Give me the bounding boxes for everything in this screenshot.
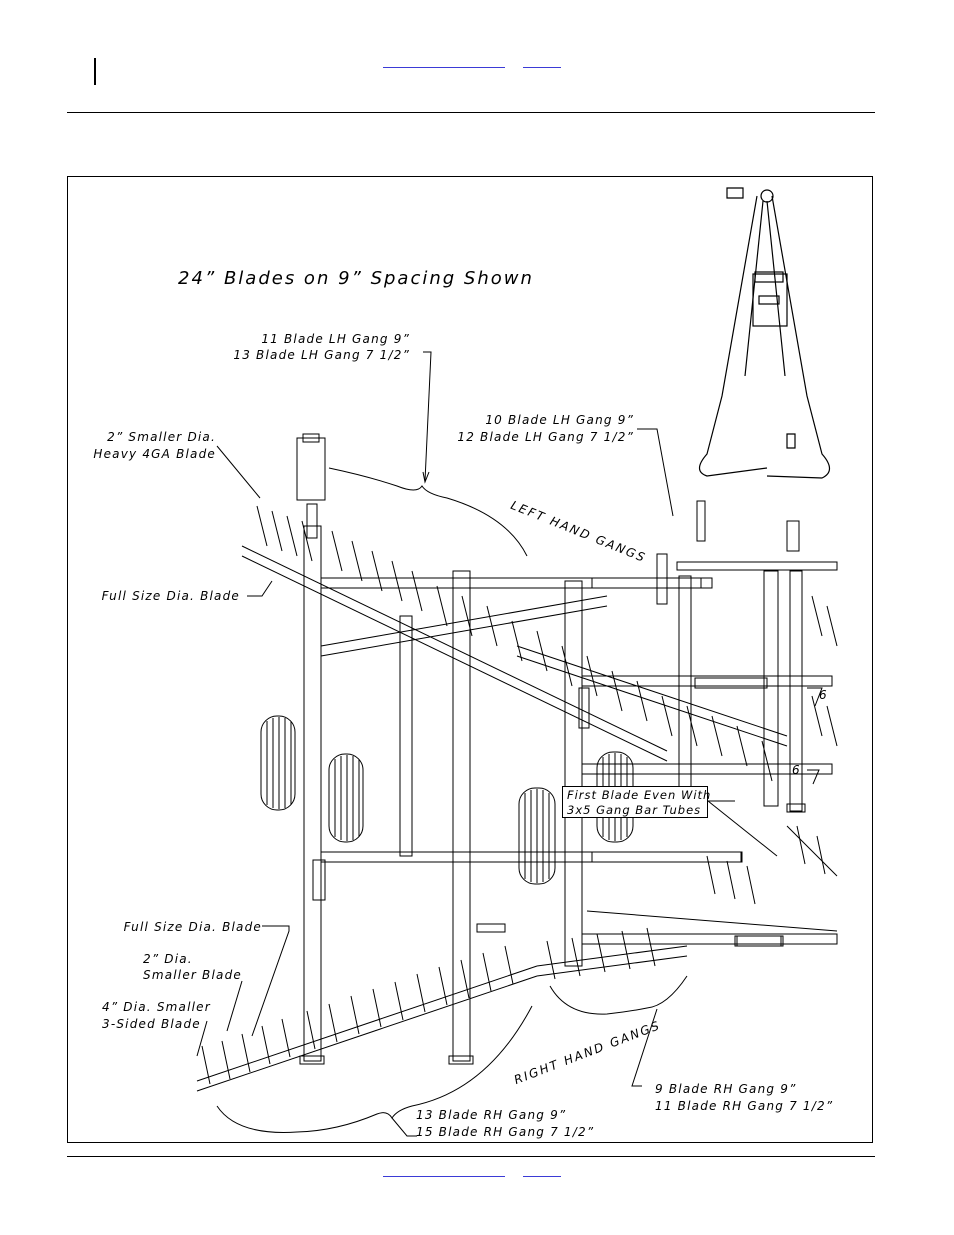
header-link-section[interactable] — [383, 67, 505, 68]
leader-lines — [196, 351, 823, 1137]
rh-gang-blades — [201, 825, 826, 1085]
hitch-tongue — [698, 187, 831, 479]
note-first-blade-1: First Blade Even With — [567, 788, 712, 802]
label-lh-outer-1: 11 Blade LH Gang 9” — [261, 332, 410, 346]
label-lh-inner-1: 10 Blade LH Gang 9” — [485, 413, 634, 427]
label-two-dia-2: Smaller Blade — [143, 968, 242, 982]
lh-outer-brace — [328, 467, 528, 557]
label-full-size-top: Full Size Dia. Blade — [101, 589, 240, 603]
lh-gang-blades — [256, 505, 838, 782]
label-four-dia-2: 3-Sided Blade — [102, 1017, 201, 1031]
footer-link-page[interactable] — [523, 1176, 561, 1177]
label-smaller-heavy-2: Heavy 4GA Blade — [93, 447, 216, 461]
main-frame-tubes — [303, 525, 803, 1062]
label-lh-outer-2: 13 Blade LH Gang 7 1/2” — [233, 348, 410, 362]
callout-6a: 6 — [819, 688, 828, 702]
lh-gang-bars — [241, 545, 788, 762]
gang-layout-drawing — [196, 187, 838, 1137]
label-lh-inner-2: 12 Blade LH Gang 7 1/2” — [457, 430, 634, 444]
footer-link-section[interactable] — [383, 1176, 505, 1177]
label-rh-outer-2: 15 Blade RH Gang 7 1/2” — [416, 1125, 595, 1139]
rh-gang-bars — [196, 825, 838, 1092]
label-rh-inner-2: 11 Blade RH Gang 7 1/2” — [655, 1099, 834, 1113]
rh-outer-brace — [216, 1005, 533, 1133]
note-first-blade: First Blade Even With 3x5 Gang Bar Tubes — [562, 786, 712, 818]
footer-rule — [67, 1156, 875, 1157]
frame-feet — [299, 803, 806, 1065]
header-rule — [67, 112, 875, 113]
label-rh-outer-1: 13 Blade RH Gang 9” — [416, 1108, 567, 1122]
label-four-dia-1: 4” Dia. Smaller — [102, 1000, 211, 1014]
rh-inner-brace — [549, 975, 688, 1015]
diagram-title: 24” Blades on 9” Spacing Shown — [178, 268, 534, 289]
header-margin-bar — [94, 58, 96, 85]
label-two-dia-1: 2” Dia. — [143, 952, 193, 966]
label-rh-inner-1: 9 Blade RH Gang 9” — [655, 1082, 797, 1096]
diagram-frame — [67, 176, 873, 1143]
hydraulic-cylinders — [296, 433, 800, 933]
cross-tubes — [320, 561, 838, 947]
note-first-blade-2: 3x5 Gang Bar Tubes — [567, 803, 702, 817]
callout-6b: 6 — [792, 763, 801, 777]
header-link-page[interactable] — [523, 67, 561, 68]
label-full-size-bottom: Full Size Dia. Blade — [123, 920, 262, 934]
label-smaller-heavy-1: 2” Smaller Dia. — [107, 430, 216, 444]
